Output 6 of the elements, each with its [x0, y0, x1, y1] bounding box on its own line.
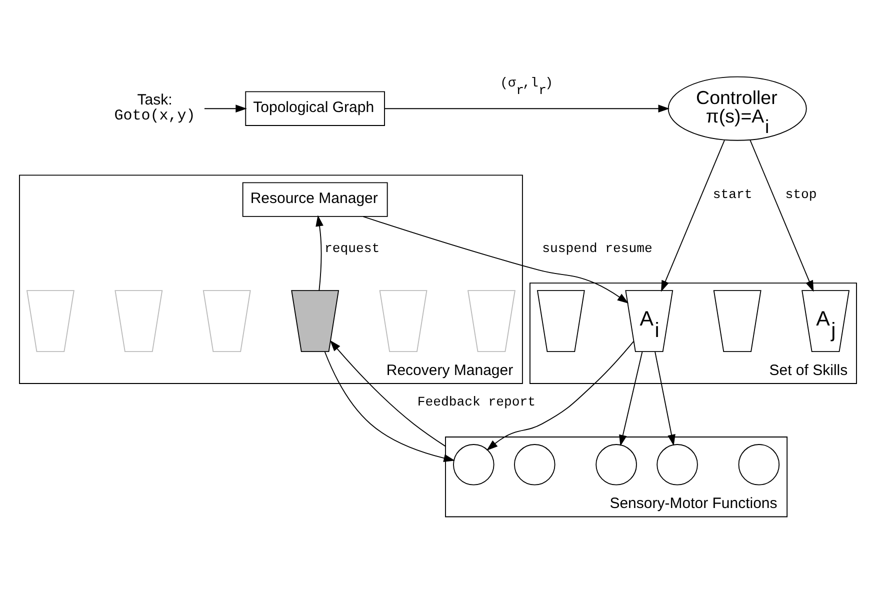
edge-label: stop — [785, 186, 817, 202]
edge-label: start — [712, 186, 752, 202]
edge-label: request — [324, 240, 380, 256]
node-text: Task: Goto(x,y) — [114, 91, 196, 124]
edge-label: Feedback report — [417, 394, 536, 410]
edge-label: suspend resume — [542, 240, 652, 256]
